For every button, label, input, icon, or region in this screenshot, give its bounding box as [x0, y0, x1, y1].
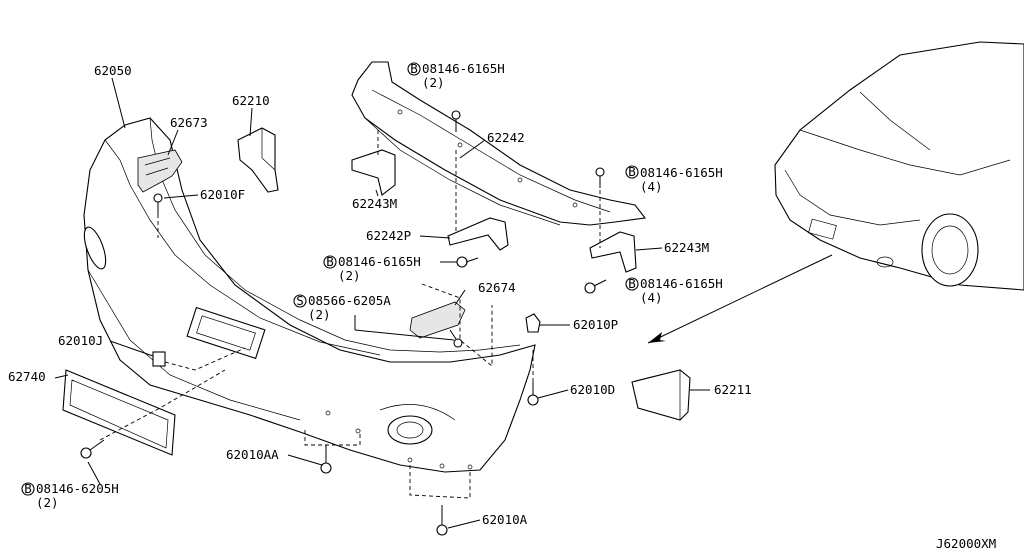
bolt-icon-bottom	[80, 439, 105, 459]
screw-icon-s	[449, 329, 463, 348]
label-62010D: 62010D	[570, 382, 615, 397]
diagram-code: J62000XM	[936, 536, 996, 551]
svg-text:B: B	[24, 481, 32, 496]
label-bolt-top-qty: (2)	[422, 75, 445, 90]
label-bolt-right-bottom: 08146-6165H	[640, 276, 723, 291]
clip-icon-62010F	[153, 193, 163, 214]
bumper-reinforcement-62242[interactable]	[351, 61, 647, 226]
label-62242P: 62242P	[366, 228, 411, 243]
svg-text:B: B	[628, 276, 636, 291]
alignment-dashes	[99, 130, 601, 499]
side-bracket-62210[interactable]	[237, 127, 279, 193]
label-bolt-right-bottom-qty: (4)	[640, 290, 663, 305]
bolt-marker-bottom: B	[21, 481, 35, 496]
svg-text:S: S	[296, 293, 304, 308]
label-bolt-top: 08146-6165H	[422, 61, 505, 76]
label-62243M-left: 62243M	[352, 196, 397, 211]
bolt-marker-top: B	[407, 61, 421, 76]
screw-icon-62010A	[436, 505, 448, 536]
bracket-62242P[interactable]	[447, 217, 509, 251]
bolt-icon-right-bottom	[584, 279, 607, 294]
label-62050: 62050	[94, 63, 132, 78]
svg-text:B: B	[628, 164, 636, 179]
label-62210: 62210	[232, 93, 270, 108]
label-62010AA: 62010AA	[226, 447, 279, 462]
bolt-icon-top	[451, 110, 461, 132]
clip-62010J[interactable]	[152, 351, 166, 367]
stay-62243M-right[interactable]	[589, 231, 637, 273]
bolt-icon-right-top	[595, 167, 605, 188]
screw-marker-s: S	[293, 293, 307, 308]
license-plate-bracket-62740[interactable]	[62, 369, 176, 456]
bracket-62673[interactable]	[137, 149, 183, 193]
direction-arrow	[647, 254, 833, 344]
bolt-icon-mid	[456, 256, 479, 268]
bolt-marker-right-top: B	[625, 164, 639, 179]
label-bolt-mid: 08146-6165H	[338, 254, 421, 269]
leader-lines	[54, 77, 710, 529]
end-cap-62211[interactable]	[631, 369, 691, 421]
svg-text:B: B	[410, 61, 418, 76]
clip-icon-62010D	[527, 382, 539, 406]
svg-text:B: B	[326, 254, 334, 269]
bolt-marker-mid: B	[323, 254, 337, 269]
label-bolt-right-top-qty: (4)	[640, 179, 663, 194]
vehicle-front-view	[774, 41, 1024, 291]
clip-icon-62010P	[525, 313, 541, 333]
label-bolt-bottom: 08146-6205H	[36, 481, 119, 496]
label-62674: 62674	[478, 280, 516, 295]
bracket-62674[interactable]	[409, 301, 466, 339]
label-bolt-right-top: 08146-6165H	[640, 165, 723, 180]
screw-icon-62010AA	[320, 445, 332, 474]
label-62010P: 62010P	[573, 317, 618, 332]
stay-62243M-left[interactable]	[351, 149, 396, 196]
label-screw-s-qty: (2)	[308, 307, 331, 322]
label-62010J: 62010J	[58, 333, 103, 348]
front-bumper-fascia[interactable]	[80, 117, 536, 473]
label-62740: 62740	[8, 369, 46, 384]
label-62673: 62673	[170, 115, 208, 130]
label-bolt-mid-qty: (2)	[338, 268, 361, 283]
label-62242: 62242	[487, 130, 525, 145]
label-screw-s: 08566-6205A	[308, 293, 391, 308]
label-62211: 62211	[714, 382, 752, 397]
label-62243M-right: 62243M	[664, 240, 709, 255]
label-62010A: 62010A	[482, 512, 528, 527]
label-62010F: 62010F	[200, 187, 245, 202]
bolt-marker-right-bottom: B	[625, 276, 639, 291]
label-bolt-bottom-qty: (2)	[36, 495, 59, 510]
